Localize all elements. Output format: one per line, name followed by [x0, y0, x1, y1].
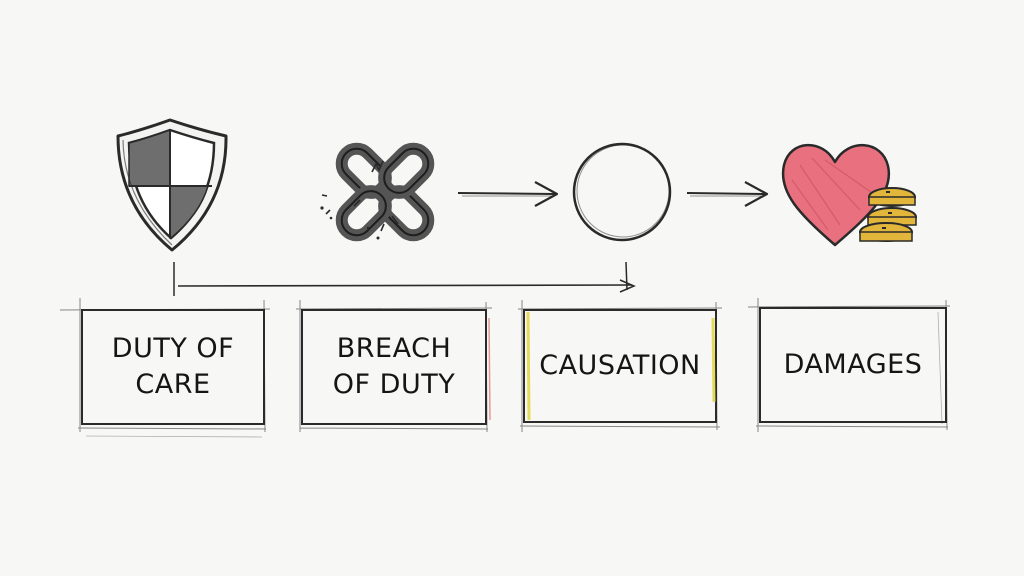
- shield-icon: [116, 118, 228, 252]
- label-damages: DAMAGES: [783, 349, 923, 380]
- empty-circle-icon: [572, 142, 672, 242]
- box-duty-of-care: [59, 298, 271, 438]
- heart-with-coins-icon: [781, 143, 917, 247]
- label-duty-of-care: DUTY OF CARE: [111, 333, 235, 400]
- broken-chain-icon: [320, 142, 435, 242]
- arrow-breach-to-causation: [457, 181, 559, 207]
- box-damages: [747, 298, 951, 432]
- box-breach-of-duty: [295, 300, 493, 433]
- connector-line: [173, 261, 636, 296]
- arrow-causation-to-damages: [686, 181, 769, 207]
- label-causation: CAUSATION: [539, 350, 701, 381]
- coin-stack-icon: [859, 187, 917, 242]
- label-breach-of-duty: BREACH OF DUTY: [332, 333, 456, 400]
- box-causation: [517, 300, 723, 432]
